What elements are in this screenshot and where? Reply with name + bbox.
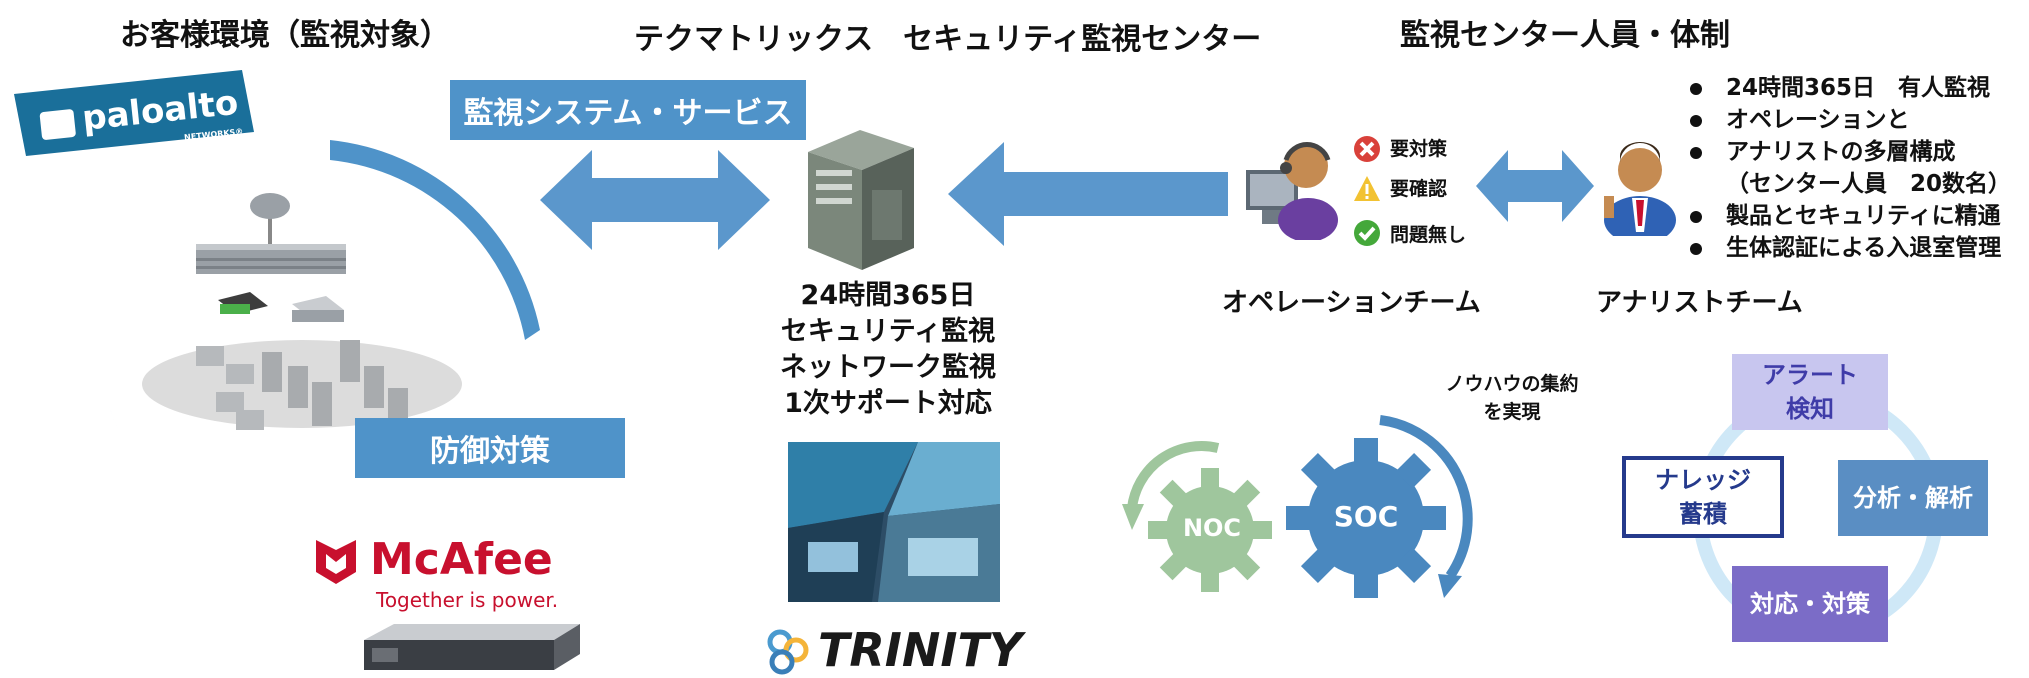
- mcafee-wordmark: McAfee: [370, 534, 553, 585]
- noc-soc-gears: [1122, 415, 1473, 598]
- noc-gear-icon: [1148, 468, 1272, 592]
- customer-environment-graphic: [97, 140, 540, 568]
- trinity-wordmark: TRINITY: [818, 623, 1023, 677]
- center-service-line: ネットワーク監視: [780, 352, 996, 383]
- cycle-alert-line: 検知: [1786, 395, 1834, 423]
- staff-bullet: 生体認証による入退室管理: [1690, 232, 2011, 264]
- knowhow-text: ノウハウの集約 を実現: [1432, 370, 1592, 426]
- paloalto-mark-icon: [39, 108, 77, 141]
- center-service-line: 24時間365日: [800, 280, 976, 311]
- cycle-analysis-box: 分析・解析: [1838, 460, 1988, 536]
- alert-item: 要確認: [1352, 172, 1572, 206]
- check-icon: [1354, 220, 1380, 246]
- staff-bullet-list: 24時間365日 有人監視 オペレーションと アナリストの多層構成 （センター人…: [1690, 72, 2011, 264]
- alert-item: 要対策: [1352, 132, 1572, 166]
- soc-label: SOC: [1333, 500, 1399, 533]
- staff-title: 監視センター人員・体制: [1400, 18, 1730, 53]
- staff-bullet: （センター人員 20数名）: [1726, 171, 2012, 197]
- error-icon: [1354, 136, 1380, 162]
- paloalto-logo: paloalto NETWORKS®: [14, 70, 254, 156]
- center-service-line: 1次サポート対応: [784, 388, 992, 419]
- center-services: 24時間365日 セキュリティ監視 ネットワーク監視 1次サポート対応: [756, 278, 1020, 422]
- defense-label: 防御対策: [355, 418, 625, 478]
- noc-label: NOC: [1182, 514, 1242, 542]
- operation-team-label: オペレーションチーム: [1222, 288, 1481, 318]
- center-service-line: セキュリティ監視: [780, 316, 996, 347]
- double-arrow-left: [540, 150, 770, 250]
- customer-title: お客様環境（監視対象）: [120, 18, 450, 53]
- staff-bullet: 製品とセキュリティに精通: [1690, 200, 2011, 232]
- cycle-knowledge-box: ナレッジ 蓄積: [1622, 456, 1784, 538]
- cycle-knowledge-line: 蓄積: [1679, 500, 1727, 528]
- mcafee-shield-icon: [316, 540, 356, 584]
- alert-text: 要確認: [1390, 178, 1448, 200]
- service-label: 監視システム・サービス: [450, 80, 806, 140]
- soc-gear-icon: [1286, 438, 1446, 598]
- cycle-alert-line: アラート: [1762, 361, 1858, 389]
- double-arrow-right: [1476, 150, 1594, 222]
- network-devices-icon: [196, 193, 408, 432]
- alert-text: 要対策: [1390, 138, 1448, 160]
- alert-item: 問題無し: [1352, 216, 1572, 250]
- cycle-response-box: 対応・対策: [1732, 566, 1888, 642]
- knowhow-line: ノウハウの集約: [1445, 373, 1579, 395]
- trinity-mark-icon: [767, 629, 809, 675]
- knowhow-line: を実現: [1483, 401, 1541, 423]
- mcafee-tagline: Together is power.: [376, 588, 559, 612]
- warning-icon: [1354, 176, 1380, 201]
- operations-photo: [788, 442, 1000, 602]
- center-title: テクマトリックス セキュリティ監視センター: [634, 22, 1262, 57]
- staff-bullet: 24時間365日 有人監視: [1690, 72, 2011, 104]
- server-appliance-icon: [364, 624, 580, 670]
- staff-bullet: オペレーションと: [1690, 104, 2011, 136]
- alert-text: 問題無し: [1390, 224, 1467, 246]
- operator-icon: [1246, 142, 1338, 240]
- staff-bullet: アナリストの多層構成: [1690, 136, 2011, 168]
- arrow-to-server: [948, 142, 1228, 246]
- monitoring-server-icon: [808, 130, 914, 270]
- cycle-alert-box: アラート 検知: [1732, 354, 1888, 430]
- analyst-icon: [1604, 142, 1676, 236]
- analyst-team-label: アナリストチーム: [1596, 288, 1803, 318]
- cycle-knowledge-line: ナレッジ: [1655, 466, 1751, 494]
